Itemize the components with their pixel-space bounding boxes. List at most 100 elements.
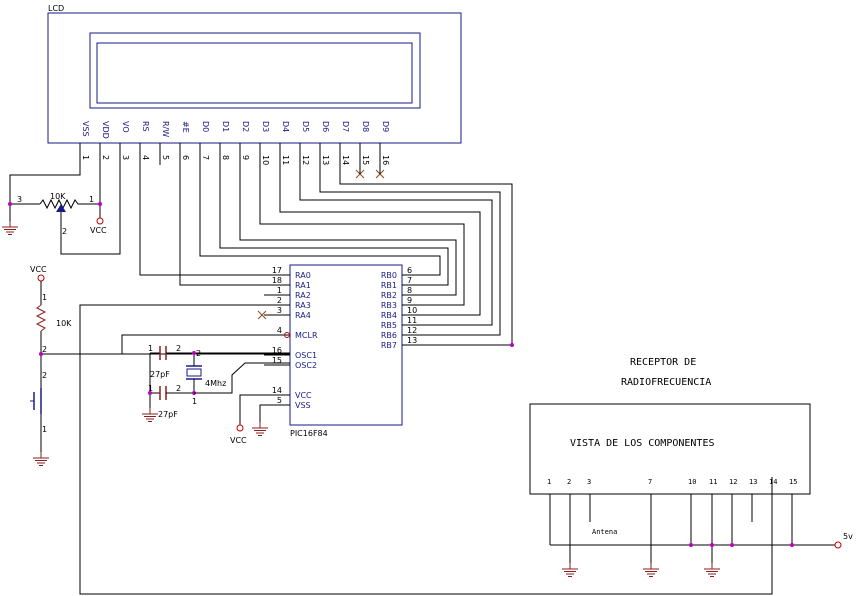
lcd-pin-label: D1 [221, 121, 230, 132]
antenna-label: Antena [592, 528, 617, 536]
pic-left-pin-label: MCLR [295, 331, 318, 340]
lcd-pin-label: #E [181, 121, 190, 133]
pic-left-pin-label: RA0 [295, 271, 311, 280]
lcd-pin-number: 6 [181, 155, 190, 160]
pic-left-pin-number: 2 [277, 296, 282, 305]
reset-sw-pin1: 1 [42, 425, 47, 434]
pic-left-pin-label: OSC1 [295, 351, 317, 360]
lcd-pin-number: 15 [361, 155, 370, 165]
pic-left-pin-number: 16 [272, 346, 282, 355]
ground-icon [32, 451, 50, 466]
lcd-pin-label: D4 [281, 121, 290, 132]
lcd-pin-number: 5 [161, 155, 170, 160]
pic-left-pin-number: 18 [272, 276, 282, 285]
reset-r-pin2: 2 [42, 345, 47, 354]
pic-left-pin-number: 4 [277, 326, 282, 335]
pic-left-pin-label: RA1 [295, 281, 311, 290]
lcd-bezel [89, 32, 421, 109]
lcd-pin-label: D0 [201, 121, 210, 132]
pic-microcontroller: PIC16F84 RA017RA118RA21RA32RA43MCLR4OSC1… [79, 264, 773, 595]
receiver-pin-number: 14 [769, 478, 777, 486]
lcd-pin-label: RS [141, 121, 150, 132]
receiver-title-line1: RECEPTOR DE [630, 357, 696, 368]
lcd-pin-number: 9 [241, 155, 250, 160]
lcd-pin-number: 7 [201, 155, 210, 160]
reset-r-pin1: 1 [42, 293, 47, 302]
reset-sw-pin2: 2 [42, 371, 47, 380]
lcd-pin-number: 11 [281, 155, 290, 165]
reset-resistor-value: 10K [56, 319, 72, 328]
pic-right-pin-label: RB2 [381, 291, 397, 300]
pic-right-pin-number: 6 [407, 266, 412, 275]
lcd-pin-number: 10 [261, 155, 270, 165]
cap-top-value: 27pF [150, 370, 170, 379]
lcd-pin-number: 4 [141, 155, 150, 160]
lcd-pin-label: D6 [321, 121, 330, 132]
pic-right-pin-label: RB3 [381, 301, 397, 310]
receiver-body [529, 403, 811, 495]
pic-right-pin-number: 13 [407, 336, 417, 345]
ground-icon [251, 421, 269, 436]
lcd-pin-number: 1 [81, 155, 90, 160]
lcd-nc-marks [355, 165, 385, 179]
crystal-pin2: 2 [196, 349, 201, 358]
lcd-pin-number: 8 [221, 155, 230, 160]
pic-right-pin-label: RB1 [381, 281, 397, 290]
lcd-pin-number: 13 [321, 155, 330, 165]
pic-right-pin-number: 11 [407, 316, 417, 325]
pot-pin3: 3 [17, 195, 22, 204]
lcd-pin-label: D2 [241, 121, 250, 132]
pic-vcc-label: VCC [230, 436, 247, 445]
receiver-pin-number: 12 [729, 478, 737, 486]
pic-left-pins: RA017RA118RA21RA32RA43MCLR4OSC116OSC215V… [264, 266, 318, 410]
c2-pin2: 2 [176, 384, 181, 393]
ground-icon [1, 220, 19, 235]
receiver-pin-number: 3 [587, 478, 591, 486]
receiver-pin-number: 15 [789, 478, 797, 486]
c1-pin1: 1 [148, 344, 153, 353]
pic-right-pin-label: RB5 [381, 321, 397, 330]
pic-left-pin-number: 17 [272, 266, 282, 275]
lcd-body [47, 12, 462, 144]
pic-left-pin-number: 1 [277, 286, 282, 295]
lcd-pin-label: D9 [381, 121, 390, 132]
receiver-pin-number: 2 [567, 478, 571, 486]
lcd-pin-label: D8 [361, 121, 370, 132]
pic-right-pin-label: RB4 [381, 311, 397, 320]
pic-left-pin-number: 5 [277, 396, 282, 405]
receiver-pin-number: 10 [688, 478, 696, 486]
lcd-title: LCD [48, 4, 64, 13]
receiver-title-line2: RADIOFRECUENCIA [621, 377, 711, 388]
pic-right-pin-label: RB7 [381, 341, 397, 350]
lcd-pin-label: VO [121, 121, 130, 133]
pic-right-pin-label: RB0 [381, 271, 397, 280]
lcd-pins: VSS1VDD2VO3RS4R/W5#E6D07D18D29D310D411D5… [79, 121, 390, 165]
reset-circuit: VCC 1 10K 2 2 1 [30, 265, 291, 466]
pic-left-pin-label: RA2 [295, 291, 311, 300]
lcd-pin-number: 14 [341, 155, 350, 165]
ground-icon [561, 562, 579, 577]
lcd-pin-number: 3 [121, 155, 130, 160]
pot-pin2: 2 [62, 227, 67, 236]
lcd-pin-label: VSS [81, 121, 90, 137]
pic-left-pin-label: OSC2 [295, 361, 317, 370]
lcd-pin-number: 12 [301, 155, 310, 165]
receiver-pin-number: 13 [749, 478, 757, 486]
pic-left-pin-number: 15 [272, 356, 282, 365]
pic-left-pin-number: 3 [277, 306, 282, 315]
pot-vcc-label: VCC [90, 226, 107, 235]
pic-left-pin-number: 14 [272, 386, 282, 395]
c2-pin1: 1 [148, 384, 153, 393]
pic-name: PIC16F84 [290, 429, 328, 438]
ground-icon [703, 562, 721, 577]
lcd-pin-label: D5 [301, 121, 310, 132]
cap-bottom-value: 27pF [158, 410, 178, 419]
lcd-pin-label: D3 [261, 121, 270, 132]
pic-left-pin-label: VSS [295, 401, 311, 410]
crystal-value: 4Mhz [205, 379, 226, 388]
pot-value: 10K [50, 192, 66, 201]
potentiometer: 10K 3 1 2 VCC [1, 192, 107, 236]
receiver-caption: VISTA DE LOS COMPONENTES [570, 438, 715, 449]
